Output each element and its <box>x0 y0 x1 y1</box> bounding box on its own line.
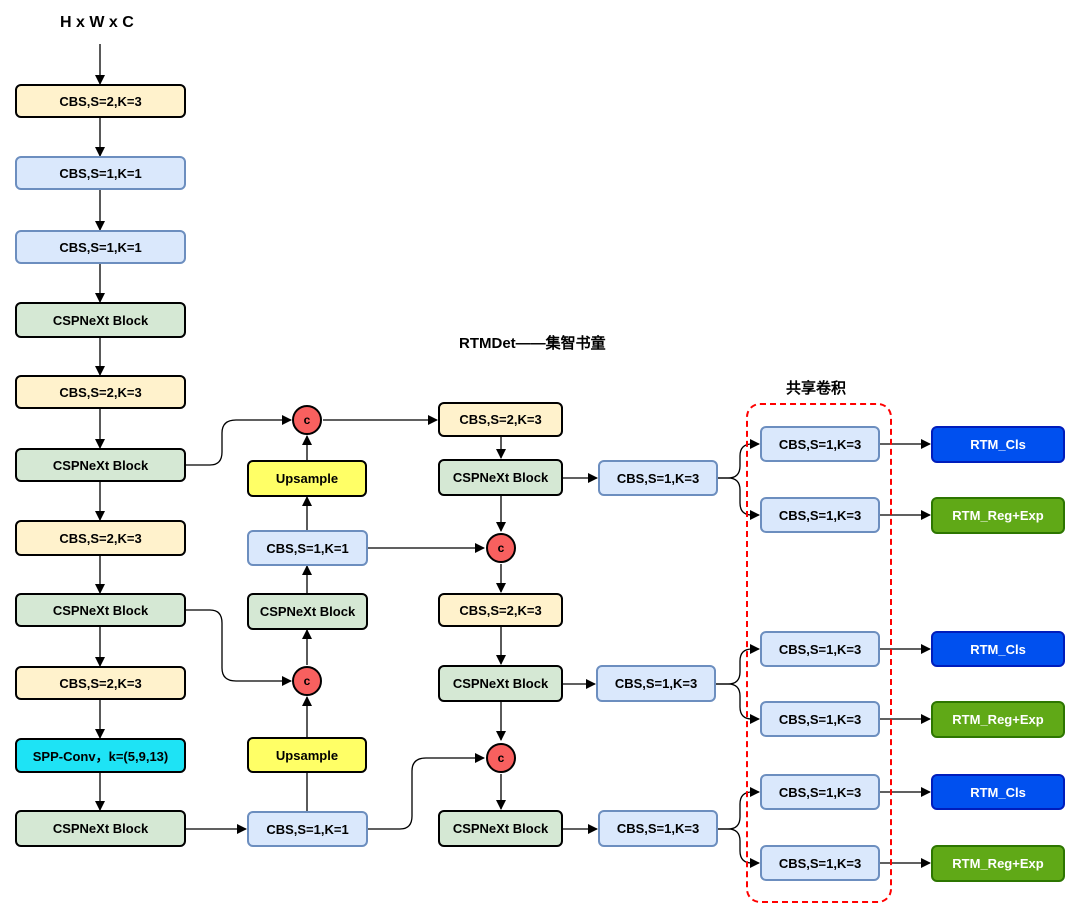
neck-cspnext-mid: CSPNeXt Block <box>247 593 368 630</box>
concat-node-top: c <box>292 405 322 435</box>
concat-node-right-low: c <box>486 743 516 773</box>
head-stem-2: CBS,S=1,K=3 <box>596 665 716 702</box>
concat-node-right-mid: c <box>486 533 516 563</box>
shared-conv-3b: CBS,S=1,K=3 <box>760 845 880 881</box>
shared-conv-3a: CBS,S=1,K=3 <box>760 774 880 810</box>
backbone-cspnext-1: CSPNeXt Block <box>15 302 186 338</box>
neck-upsample-top: Upsample <box>247 460 367 497</box>
output-reg-3: RTM_Reg+Exp <box>931 845 1065 882</box>
edge-cbs-bottom-to-concat-low <box>368 753 485 830</box>
neck-cspnext-down-bottom: CSPNeXt Block <box>438 810 563 847</box>
backbone-cbs-s1-2: CBS,S=1,K=1 <box>15 230 186 264</box>
backbone-cbs-s2-2: CBS,S=2,K=3 <box>15 375 186 409</box>
edge-csp2-to-concat-top <box>186 415 292 466</box>
neck-cbs-bottom: CBS,S=1,K=1 <box>247 811 368 847</box>
neck-upsample-bottom: Upsample <box>247 737 367 773</box>
diagram-title: RTMDet——集智书童 <box>459 335 606 352</box>
shared-conv-2b: CBS,S=1,K=3 <box>760 701 880 737</box>
backbone-cbs-s2-4: CBS,S=2,K=3 <box>15 666 186 700</box>
output-cls-1: RTM_Cls <box>931 426 1065 463</box>
backbone-cspnext-4: CSPNeXt Block <box>15 810 186 847</box>
head-stem-1: CBS,S=1,K=3 <box>598 460 718 496</box>
input-shape-label: H x W x C <box>60 14 134 31</box>
neck-cbs-mid: CBS,S=1,K=1 <box>247 530 368 566</box>
shared-conv-2a: CBS,S=1,K=3 <box>760 631 880 667</box>
backbone-spp-conv: SPP-Conv，k=(5,9,13) <box>15 738 186 773</box>
output-reg-2: RTM_Reg+Exp <box>931 701 1065 738</box>
shared-conv-1a: CBS,S=1,K=3 <box>760 426 880 462</box>
output-reg-1: RTM_Reg+Exp <box>931 497 1065 534</box>
head-stem-3: CBS,S=1,K=3 <box>598 810 718 847</box>
shared-conv-1b: CBS,S=1,K=3 <box>760 497 880 533</box>
concat-node-left-mid: c <box>292 666 322 696</box>
neck-cspnext-down-mid: CSPNeXt Block <box>438 665 563 702</box>
backbone-cbs-s2-1: CBS,S=2,K=3 <box>15 84 186 118</box>
output-cls-2: RTM_Cls <box>931 631 1065 667</box>
backbone-cspnext-3: CSPNeXt Block <box>15 593 186 627</box>
backbone-cbs-s2-3: CBS,S=2,K=3 <box>15 520 186 556</box>
output-cls-3: RTM_Cls <box>931 774 1065 810</box>
shared-conv-label: 共享卷积 <box>786 380 847 397</box>
backbone-cbs-s1-1: CBS,S=1,K=1 <box>15 156 186 190</box>
neck-cbs-s2-mid: CBS,S=2,K=3 <box>438 593 563 627</box>
neck-cspnext-top: CSPNeXt Block <box>438 459 563 496</box>
edge-csp3-to-concat-mid <box>186 609 292 686</box>
shared-conv-region <box>746 403 892 903</box>
neck-cbs-s2-top: CBS,S=2,K=3 <box>438 402 563 437</box>
backbone-cspnext-2: CSPNeXt Block <box>15 448 186 482</box>
